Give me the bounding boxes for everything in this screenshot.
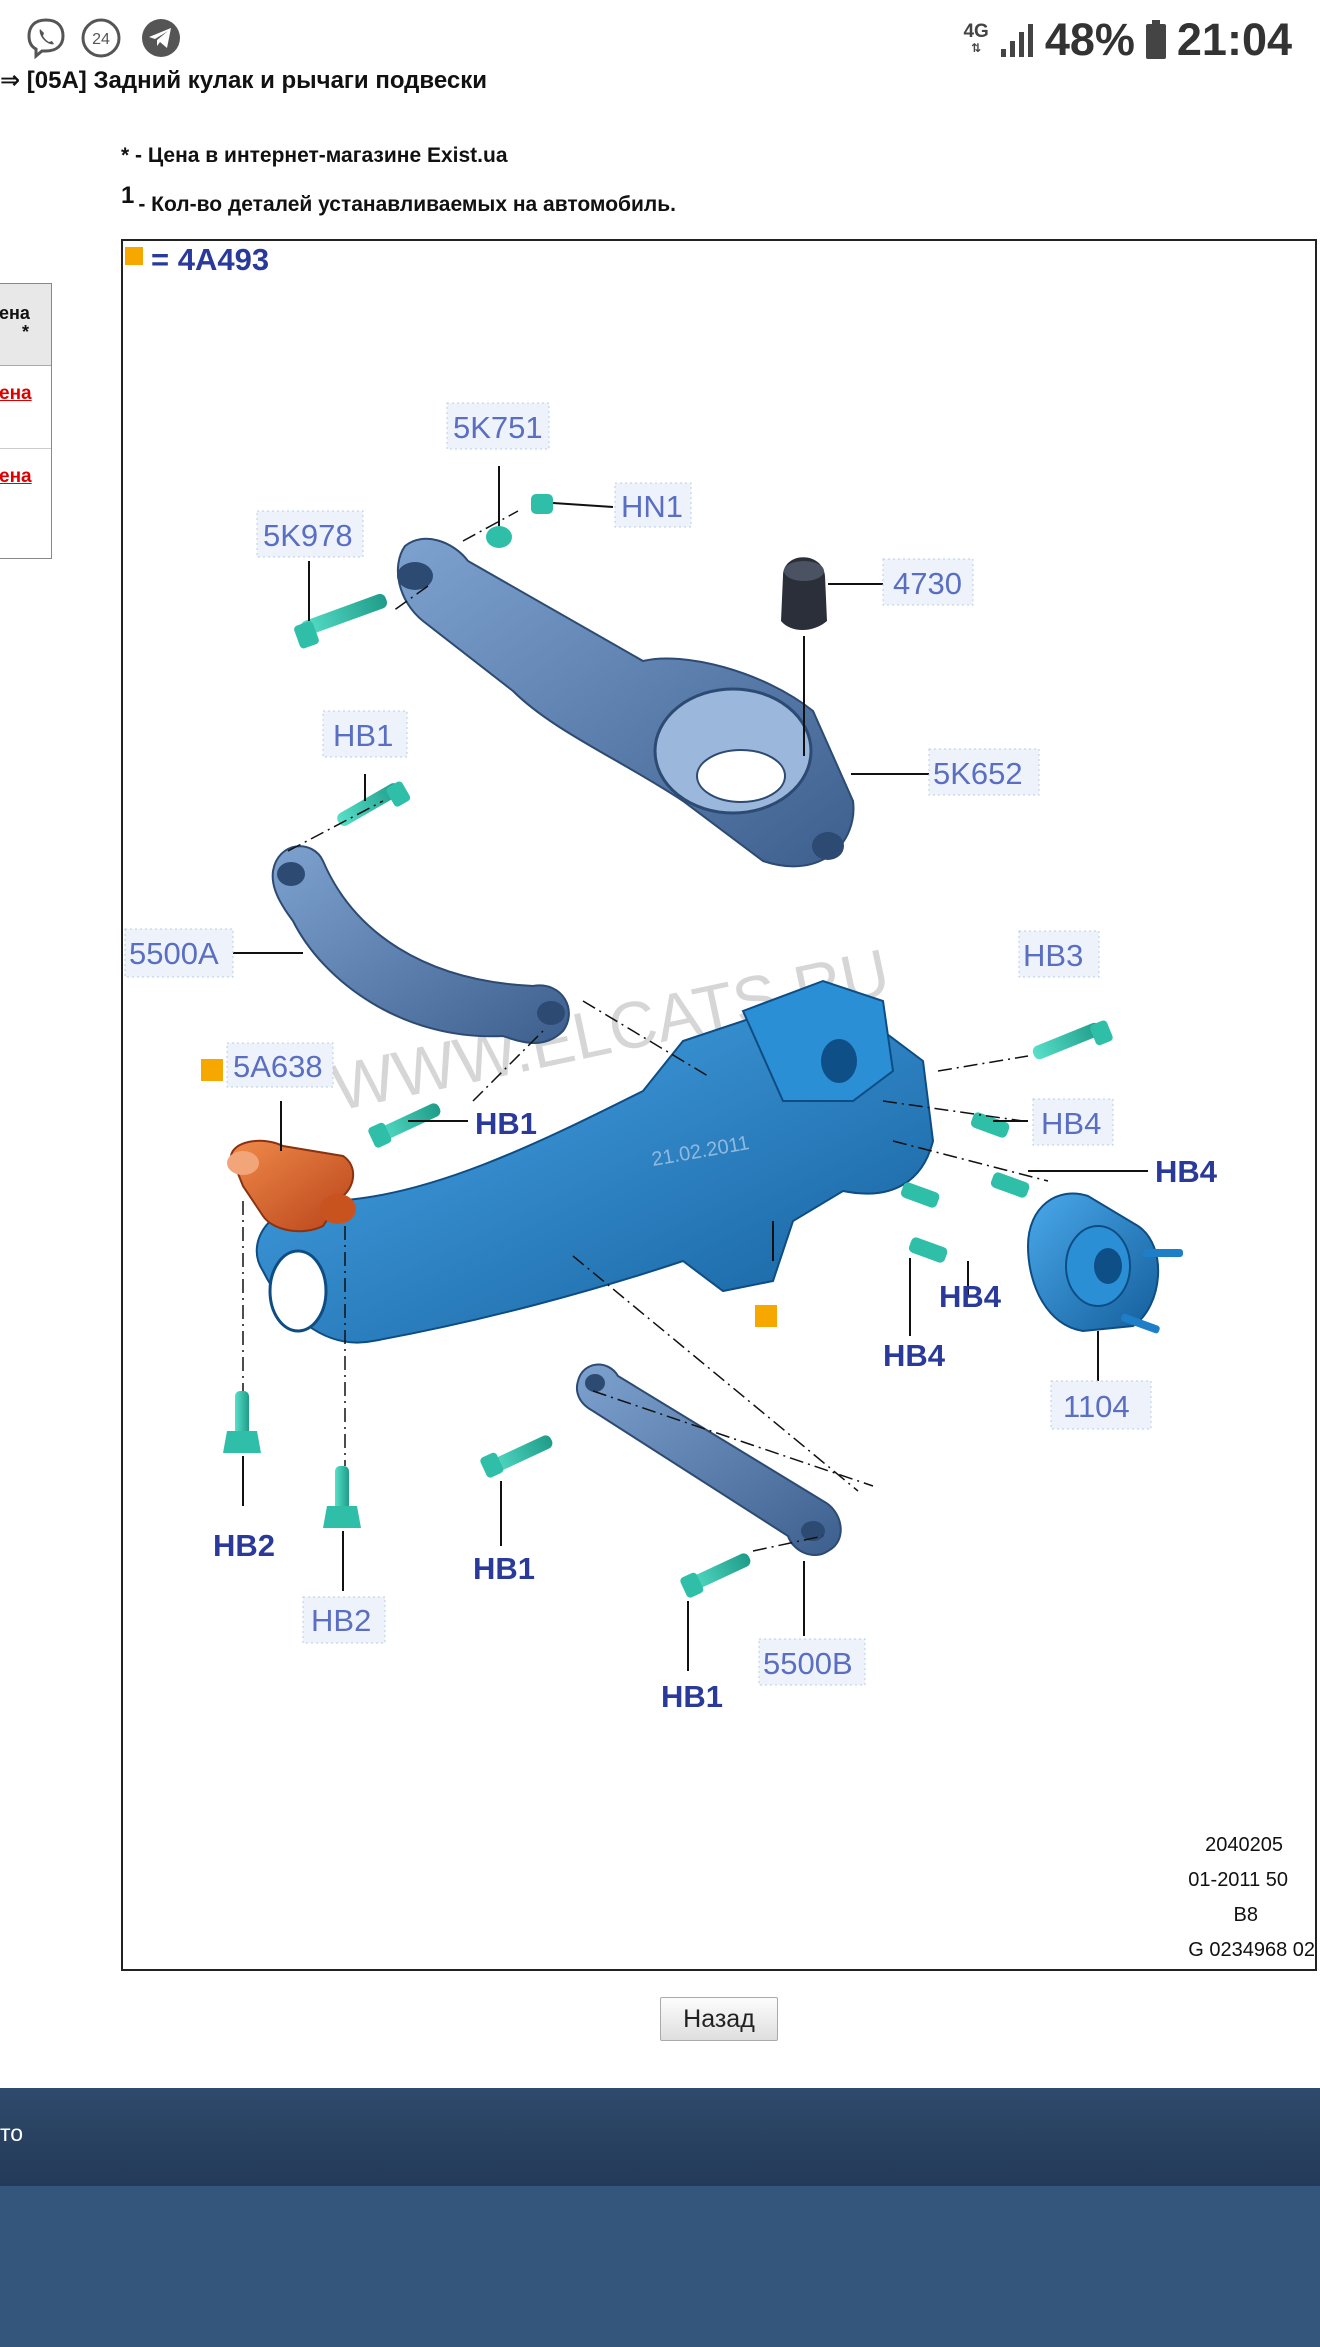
knuckle-4A493[interactable]: 21.02.2011 bbox=[255, 979, 935, 1344]
label-HB1-low[interactable]: HB1 bbox=[473, 1551, 535, 1586]
label-HB4-a[interactable]: HB4 bbox=[1041, 1106, 1101, 1141]
footer-bar: то bbox=[0, 2088, 1320, 2186]
status-right: 4G ⇅ 48% 21:04 bbox=[963, 10, 1292, 70]
arm-5500B[interactable] bbox=[575, 1363, 842, 1556]
quantity-note: 1- Кол-во деталей устанавливаемых на авт… bbox=[121, 182, 676, 218]
bump-stop-4730[interactable] bbox=[781, 557, 827, 630]
table-row-price-link[interactable]: ена bbox=[0, 366, 51, 449]
price-note: * - Цена в интернет-магазине Exist.ua bbox=[121, 144, 508, 167]
bolt-HB4-a[interactable] bbox=[970, 1111, 1011, 1139]
bolt-5K978[interactable] bbox=[293, 592, 389, 649]
upper-arm-5K652[interactable] bbox=[396, 537, 855, 868]
label-HN1[interactable]: HN1 bbox=[621, 489, 683, 524]
washer-5K751[interactable] bbox=[486, 526, 512, 548]
assembly-lines bbox=[242, 510, 1049, 1552]
telegram-icon bbox=[142, 19, 180, 57]
label-HB1-top[interactable]: HB1 bbox=[333, 718, 393, 753]
bolt-HB4-d[interactable] bbox=[908, 1236, 949, 1264]
label-HB4-d[interactable]: HB4 bbox=[883, 1338, 946, 1373]
legend-text: = 4A493 bbox=[151, 242, 269, 277]
meta-line-4: G 0234968 02 bbox=[1188, 1939, 1315, 1961]
bushing-5A638[interactable] bbox=[227, 1139, 356, 1233]
label-5500A[interactable]: 5500A bbox=[129, 936, 219, 971]
footer-text[interactable]: то bbox=[0, 2120, 24, 2146]
bolt-HB2-a[interactable] bbox=[223, 1391, 261, 1453]
label-HB1-bottom[interactable]: HB1 bbox=[661, 1679, 723, 1714]
signal-icon bbox=[1000, 24, 1033, 57]
nut-HN1[interactable] bbox=[531, 494, 553, 514]
label-HB4-b[interactable]: HB4 bbox=[1155, 1154, 1218, 1189]
breadcrumb[interactable]: ⇒ [05A] Задний кулак и рычаги подвески bbox=[0, 67, 487, 94]
back-button[interactable]: Назад bbox=[660, 1997, 778, 2041]
table-row-price-link[interactable]: ена bbox=[0, 466, 32, 487]
label-5A638[interactable]: 5A638 bbox=[233, 1049, 323, 1084]
bolt-HB1-top[interactable] bbox=[335, 780, 412, 828]
quantity-note-text: - Кол-во деталей устанавливаемых на авто… bbox=[138, 193, 676, 216]
meta-line-3: B8 bbox=[1234, 1904, 1258, 1926]
parts-table: ена* ена ена bbox=[0, 283, 52, 559]
battery-percent: 48% bbox=[1044, 14, 1135, 65]
battery-icon bbox=[1145, 20, 1166, 59]
notification-badge-icon: 24 bbox=[81, 18, 121, 58]
bolt-HB1-mid[interactable] bbox=[367, 1101, 442, 1149]
label-HB2-a[interactable]: HB2 bbox=[213, 1528, 275, 1563]
marker-5A638 bbox=[201, 1059, 223, 1081]
label-5K751[interactable]: 5K751 bbox=[453, 410, 543, 445]
label-HB3[interactable]: HB3 bbox=[1023, 938, 1083, 973]
label-HB2-b[interactable]: HB2 bbox=[311, 1603, 371, 1638]
label-HB4-c[interactable]: HB4 bbox=[939, 1279, 1002, 1314]
label-5K978[interactable]: 5K978 bbox=[263, 518, 353, 553]
bolt-HB2-b[interactable] bbox=[323, 1466, 361, 1528]
arm-5500A[interactable] bbox=[271, 845, 570, 1044]
footer-lower bbox=[0, 2186, 1320, 2347]
meta-line-1: 2040205 bbox=[1205, 1834, 1283, 1856]
label-1104[interactable]: 1104 bbox=[1063, 1389, 1130, 1424]
label-5K652[interactable]: 5K652 bbox=[933, 756, 1023, 791]
viber-icon bbox=[27, 18, 65, 60]
legend-marker bbox=[125, 247, 143, 265]
bolt-HB1-bottom[interactable] bbox=[679, 1551, 752, 1599]
label-4730[interactable]: 4730 bbox=[893, 566, 962, 601]
quantity-note-sup: 1 bbox=[121, 182, 135, 209]
bolt-HB4-b[interactable] bbox=[990, 1171, 1031, 1199]
label-HB1-mid[interactable]: HB1 bbox=[475, 1106, 537, 1141]
bolt-HB1-low[interactable] bbox=[479, 1433, 554, 1479]
status-bar: 24 4G ⇅ 48% 21:04 bbox=[0, 0, 1320, 78]
bolt-HB4-c[interactable] bbox=[900, 1181, 941, 1209]
marker-knuckle bbox=[755, 1305, 777, 1327]
hub-1104[interactable] bbox=[1026, 1192, 1183, 1334]
diagram-svg: = 4A493 WWW.ELCATS.RU 21.02.2011 bbox=[124, 242, 1315, 1961]
leader-lines bbox=[233, 466, 1148, 1671]
svg-text:24: 24 bbox=[92, 31, 110, 48]
meta-line-2: 01-2011 50 bbox=[1188, 1869, 1288, 1891]
table-header-price: ена* bbox=[0, 284, 51, 366]
parts-diagram: = 4A493 WWW.ELCATS.RU 21.02.2011 bbox=[121, 239, 1317, 1971]
label-5500B[interactable]: 5500B bbox=[763, 1646, 853, 1681]
clock: 21:04 bbox=[1176, 14, 1292, 65]
bolt-HB3[interactable] bbox=[1031, 1019, 1114, 1061]
network-indicator: 4G ⇅ bbox=[963, 21, 989, 55]
